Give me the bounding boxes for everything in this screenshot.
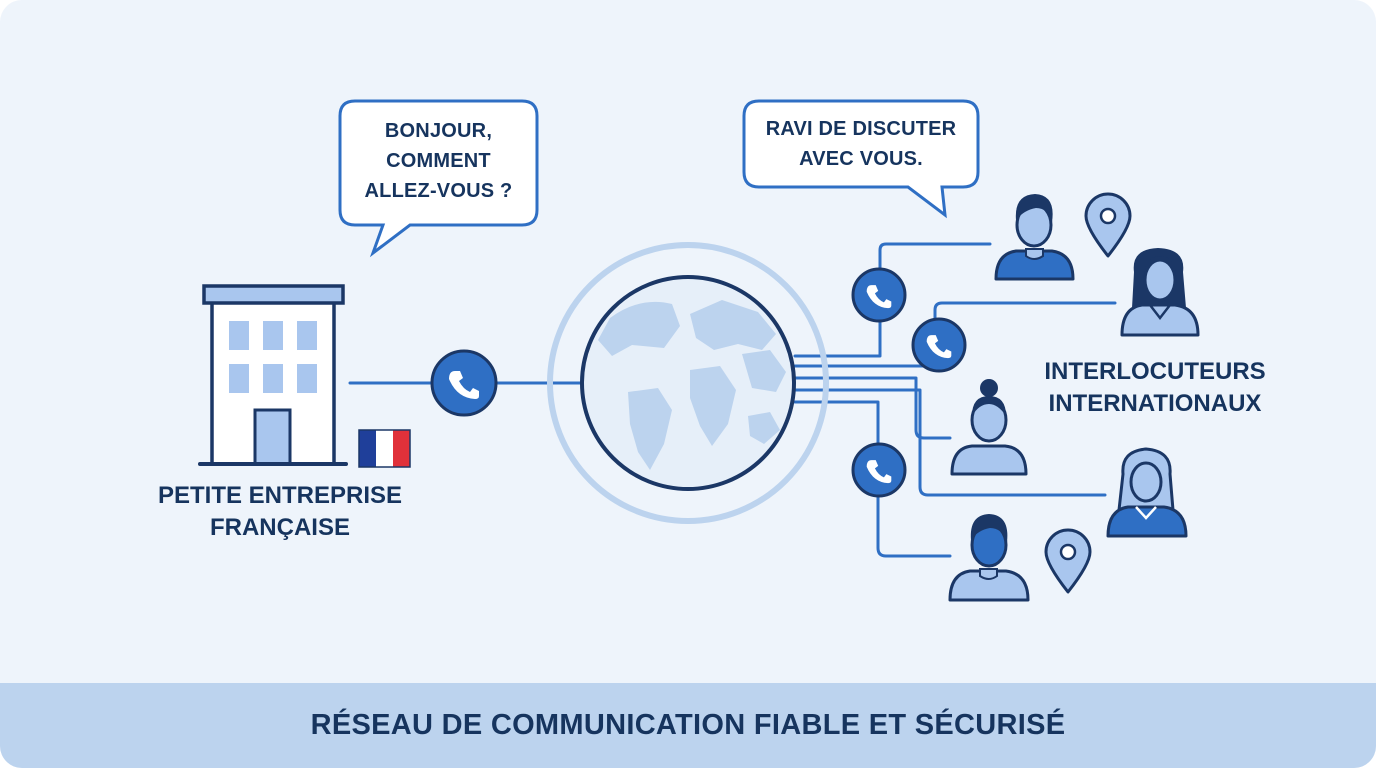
phone-icon-contact-2[interactable] — [911, 317, 967, 373]
speech-bubble-left — [338, 99, 539, 258]
company-label-line-2: FRANÇAISE — [209, 514, 350, 541]
speech-bubble-right — [742, 99, 980, 219]
bubble-right-line-1: RAVI DE DISCUTER — [765, 118, 957, 140]
bubble-left-line-3: ALLEZ-VOUS ? — [364, 180, 513, 202]
person-icon-3 — [950, 379, 1028, 476]
contacts-label: INTERLOCUTEURS INTERNATIONAUX — [1030, 356, 1280, 420]
contacts-label-line-1: INTERLOCUTEURS — [1044, 358, 1266, 385]
phone-icon-left[interactable] — [430, 349, 498, 417]
bubble-left-line-1: BONJOUR, — [384, 120, 493, 142]
bubble-left-text: BONJOUR, COMMENT ALLEZ-VOUS ? — [340, 116, 537, 206]
bubble-left-line-2: COMMENT — [386, 150, 491, 172]
contacts-label-line-2: INTERNATIONAUX — [1048, 390, 1262, 417]
footer-text: RÉSEAU DE COMMUNICATION FIABLE ET SÉCURI… — [310, 709, 1066, 741]
link-contact-5 — [793, 400, 952, 558]
person-icon-4 — [1106, 447, 1188, 538]
company-label: PETITE ENTREPRISE FRANÇAISE — [130, 480, 430, 544]
connection-lines — [348, 242, 1117, 558]
company-label-line-1: PETITE ENTREPRISE — [157, 482, 403, 509]
location-pin-icon-bottom — [1044, 528, 1092, 594]
link-contact-3 — [793, 376, 952, 440]
link-contact-4 — [793, 388, 1107, 497]
globe-icon — [547, 242, 829, 524]
person-icon-5 — [948, 514, 1030, 602]
person-icon-2 — [1120, 248, 1200, 337]
location-pin-icon-top — [1084, 192, 1132, 258]
bubble-right-line-2: AVEC VOUS. — [799, 148, 923, 170]
bubble-right-text: RAVI DE DISCUTER AVEC VOUS. — [744, 114, 978, 174]
link-contact-1 — [793, 242, 992, 358]
link-contact-2 — [793, 301, 1117, 368]
phone-icon-contact-3[interactable] — [851, 442, 907, 498]
person-icon-1 — [994, 194, 1075, 281]
phone-icon-contact-1[interactable] — [851, 267, 907, 323]
footer-banner: RÉSEAU DE COMMUNICATION FIABLE ET SÉCURI… — [0, 683, 1376, 768]
france-flag-icon — [358, 429, 411, 468]
building-icon — [198, 284, 348, 466]
